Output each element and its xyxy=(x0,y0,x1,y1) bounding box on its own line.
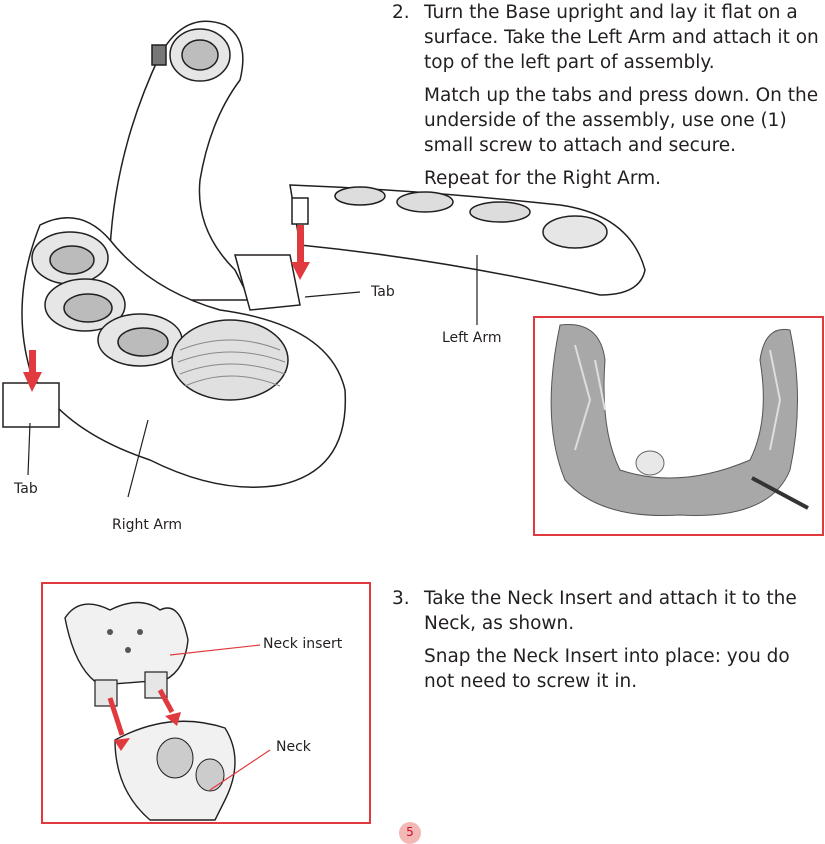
right-arm-label: Right Arm xyxy=(112,517,183,533)
neck-label: Neck xyxy=(276,739,311,755)
right-arm-illustration xyxy=(2,217,347,488)
step-2-para-2: Match up the tabs and press down. On the… xyxy=(424,85,819,156)
step-3-number: 3. xyxy=(392,588,410,609)
step-2-number: 2. xyxy=(392,2,410,23)
left-arm-illustration xyxy=(289,184,646,296)
tab-lower-label: Tab xyxy=(14,481,38,497)
step-2-para-1: 2. Turn the Base upright and lay it flat … xyxy=(392,0,822,75)
step-3-text-1: Take the Neck Insert and attach it to th… xyxy=(424,588,797,634)
attach-arrows xyxy=(23,225,310,392)
neck-panel xyxy=(41,582,371,824)
tab-upper-label: Tab xyxy=(371,284,395,300)
step-2-instructions: 2. Turn the Base upright and lay it flat … xyxy=(392,0,822,199)
step-2-para-3: Repeat for the Right Arm. xyxy=(424,168,661,189)
step-3-para-1: 3. Take the Neck Insert and attach it to … xyxy=(392,586,822,636)
underside-photo xyxy=(533,316,824,536)
neck-insert-label: Neck insert xyxy=(263,636,343,652)
base-illustration xyxy=(109,20,301,311)
page-number: 5 xyxy=(399,822,421,844)
step-2-text-1: Turn the Base upright and lay it flat on… xyxy=(424,2,819,73)
step-3-para-2: Snap the Neck Insert into place: you do … xyxy=(424,646,790,692)
left-arm-label: Left Arm xyxy=(442,330,502,346)
callout-lines xyxy=(27,255,478,498)
step-3-instructions: 3. Take the Neck Insert and attach it to … xyxy=(392,586,822,702)
